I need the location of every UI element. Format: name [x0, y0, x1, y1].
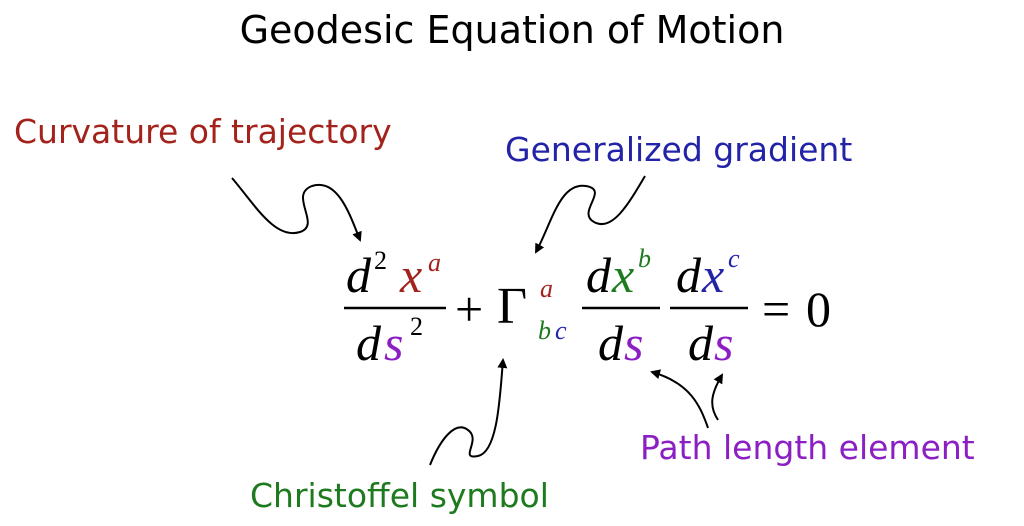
page-title: Geodesic Equation of Motion [239, 8, 785, 52]
eq-num1-x: x [400, 247, 423, 303]
path-length-arrow-1 [650, 369, 709, 429]
eq-den2-d: d [598, 315, 623, 371]
eq-den3-d: d [688, 315, 713, 371]
eq-den2-s: s [624, 315, 644, 371]
eq-equals: = [762, 281, 791, 337]
eq-den1-exponent-2: 2 [410, 312, 423, 341]
label-path-length-element: Path length element [640, 428, 975, 467]
eq-den1-s: s [384, 315, 404, 371]
eq-gamma-lower-c: c [555, 316, 567, 345]
label-generalized-gradient: Generalized gradient [505, 130, 853, 169]
path-length-arrow-2 [711, 373, 724, 421]
eq-gamma-upper-a: a [540, 274, 553, 303]
eq-zero: 0 [806, 281, 831, 337]
eq-num3-x: x [702, 247, 725, 303]
eq-num1-exponent-2: 2 [374, 246, 387, 275]
eq-num2-d: d [586, 247, 611, 303]
eq-num3-d: d [676, 247, 701, 303]
eq-den1-d: d [356, 315, 381, 371]
label-christoffel-symbol: Christoffel symbol [250, 476, 549, 515]
eq-num3-index-c: c [728, 244, 740, 273]
gradient-arrow [535, 175, 646, 254]
eq-num2-index-b: b [638, 244, 651, 273]
label-curvature-of-trajectory: Curvature of trajectory [14, 112, 392, 151]
eq-den3-s: s [714, 315, 734, 371]
eq-num1-index-a: a [428, 248, 441, 277]
eq-num1-d: d [346, 247, 371, 303]
eq-gamma-lower-b: b [538, 316, 551, 345]
eq-num2-x: x [612, 247, 635, 303]
eq-gamma: Γ [497, 278, 528, 335]
curvature-arrow [231, 177, 362, 242]
christoffel-arrow [429, 358, 508, 466]
eq-plus: + [455, 281, 484, 337]
